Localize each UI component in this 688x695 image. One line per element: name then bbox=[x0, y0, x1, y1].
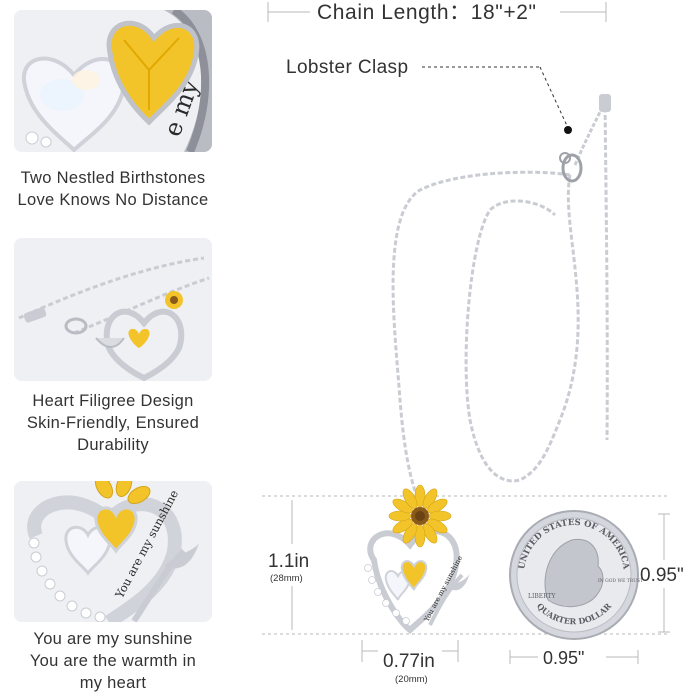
birthstones-closeup-image: e my bbox=[14, 10, 212, 152]
coin-bottom-text: QUARTER DOLLAR bbox=[535, 601, 613, 627]
heart-sunflower-pendant: You are my sunshine bbox=[364, 484, 470, 635]
caption-line: You are the warmth in bbox=[29, 652, 197, 670]
caption-line: Heart Filigree Design bbox=[32, 392, 194, 410]
pendant-engraving: You are my sunshine bbox=[422, 554, 464, 623]
caption-line: Durability bbox=[77, 436, 149, 454]
pendant-height-dimension-line bbox=[262, 495, 670, 635]
coin-liberty-text: LIBERTY bbox=[528, 593, 557, 600]
pendant-width-mm-label: (20mm) bbox=[395, 674, 428, 685]
clasp-pointer-line bbox=[422, 66, 572, 134]
caption-line: Love Knows No Distance bbox=[17, 191, 209, 209]
coin-motto-text: IN GOD WE TRUST bbox=[598, 578, 643, 584]
coin-top-text: UNITED STATES OF AMERICA bbox=[517, 518, 630, 571]
coin-height-label: 0.95" bbox=[640, 565, 684, 586]
quarter-coin: UNITED STATES OF AMERICA QUARTER DOLLAR … bbox=[509, 510, 643, 640]
necklace-chain bbox=[391, 99, 609, 506]
sunflower bbox=[388, 484, 452, 548]
feature-caption-birthstones: Two Nestled Birthstones Love Knows No Di… bbox=[0, 167, 226, 211]
lobster-clasp bbox=[561, 153, 583, 183]
pendant-width-label: 0.77in bbox=[383, 651, 435, 672]
feature-caption-filigree: Heart Filigree Design Skin-Friendly, Ens… bbox=[0, 390, 226, 456]
heart-filigree-image bbox=[14, 238, 212, 381]
pendant-height-mm-label: (28mm) bbox=[270, 573, 303, 584]
caption-line: Skin-Friendly, Ensured bbox=[26, 414, 200, 432]
coin-width-label: 0.95" bbox=[543, 648, 585, 668]
sunshine-engraving-image: You are my sunshine bbox=[14, 481, 212, 622]
caption-line: Two Nestled Birthstones bbox=[20, 169, 206, 187]
feature-caption-sunshine: You are my sunshine You are the warmth i… bbox=[0, 628, 226, 694]
lobster-clasp-label: Lobster Clasp bbox=[286, 57, 409, 78]
extender-tag bbox=[599, 94, 611, 112]
chain-length-label: Chain Length：18"+2" bbox=[317, 1, 537, 24]
pendant-height-label: 1.1in bbox=[268, 551, 310, 572]
caption-line: my heart bbox=[79, 674, 147, 692]
caption-line: You are my sunshine bbox=[33, 630, 193, 648]
clasp-pointer-dot bbox=[564, 126, 572, 134]
